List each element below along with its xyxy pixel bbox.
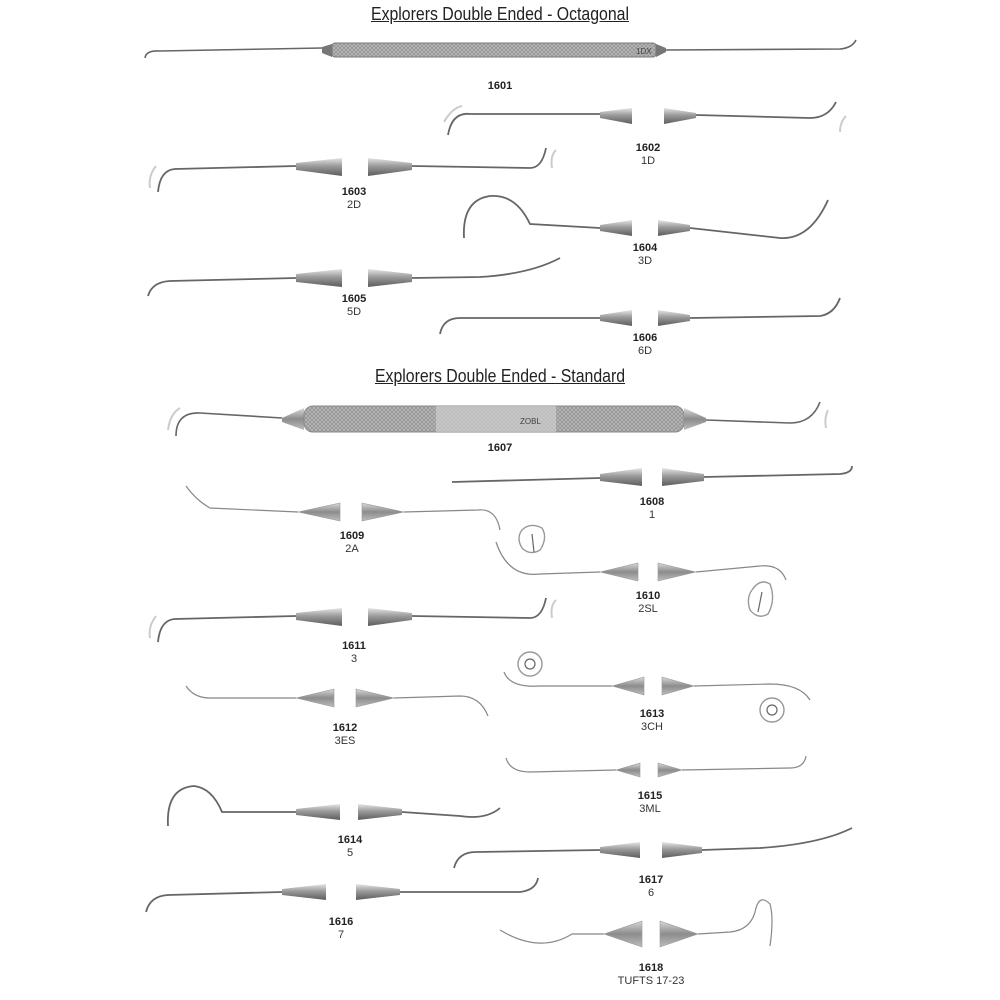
section-title-octagonal: Explorers Double Ended - Octagonal	[370, 4, 629, 24]
item-model: 3	[350, 653, 358, 665]
instrument-1610	[495, 524, 787, 617]
instrument-1616	[145, 877, 539, 913]
item-model: 1D	[640, 155, 656, 167]
instrument-1606	[439, 297, 841, 335]
item-code: 1613	[639, 708, 665, 720]
item-model: 3CH	[640, 721, 664, 733]
instrument-1609	[185, 485, 501, 531]
item-code: 1604	[632, 242, 658, 254]
instrument-1603	[148, 147, 557, 193]
item-model: 3ES	[334, 735, 356, 747]
instrument-1604	[463, 195, 829, 239]
item-code: 1609	[339, 530, 365, 542]
instrument-1601: 1DX	[144, 39, 857, 59]
item-model: 3ML	[639, 803, 661, 815]
item-code: 1605	[341, 293, 367, 305]
item-code: 1602	[635, 142, 661, 154]
instrument-1618	[499, 899, 773, 948]
item-model: TUFTS 17-23	[617, 975, 685, 987]
item-code: 1618	[638, 962, 664, 974]
item-code: 1606	[632, 332, 658, 344]
item-model: 6	[647, 887, 655, 899]
instrument-1611	[148, 597, 557, 643]
item-code: 1608	[639, 496, 665, 508]
instrument-1617	[453, 827, 853, 869]
item-code: 1615	[637, 790, 663, 802]
item-code: 1607	[487, 442, 513, 454]
item-model: 6D	[637, 345, 653, 357]
item-model: 1	[648, 509, 656, 521]
instrument-1615	[505, 755, 807, 778]
item-model: 2A	[345, 543, 359, 555]
instrument-1614	[167, 785, 501, 827]
item-model: 2SL	[638, 603, 658, 615]
instrument-1605	[147, 257, 561, 297]
tooth-diagram-icon	[518, 524, 546, 554]
tooth-diagram-icon	[759, 697, 785, 723]
item-model: 5D	[346, 306, 362, 318]
item-code: 1617	[638, 874, 664, 886]
item-model: 2D	[346, 199, 362, 211]
item-model: 3D	[637, 255, 653, 267]
tooth-diagram-icon	[517, 651, 543, 677]
item-code: 1610	[635, 590, 661, 602]
instrument-1613	[503, 651, 811, 723]
instrument-1612	[185, 685, 489, 717]
instrument-1607: ZOBL	[167, 401, 829, 437]
handle-marking-1607: ZOBL	[520, 417, 541, 426]
instrument-1608	[451, 465, 853, 486]
tooth-diagram-icon	[747, 581, 774, 617]
item-code: 1614	[337, 834, 363, 846]
item-code: 1616	[328, 916, 354, 928]
item-code: 1612	[332, 722, 358, 734]
item-model: 5	[346, 847, 354, 859]
item-code: 1601	[487, 80, 513, 92]
item-code: 1603	[341, 186, 367, 198]
section-title-standard: Explorers Double Ended - Standard	[374, 366, 626, 386]
instrument-1602	[443, 101, 847, 136]
item-model: 7	[337, 929, 345, 941]
item-code: 1611	[342, 640, 366, 652]
handle-marking-1601: 1DX	[636, 47, 652, 56]
